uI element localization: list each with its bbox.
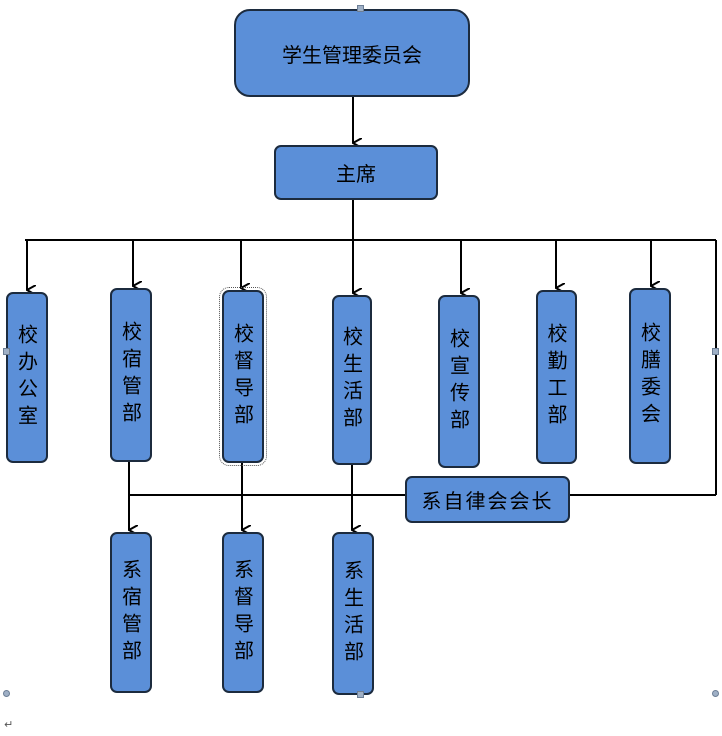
dept-dorm-label: 校宿管部 xyxy=(118,321,143,429)
sub-dorm-box[interactable]: 系宿管部 xyxy=(110,532,152,693)
canvas-handle-left[interactable] xyxy=(3,348,10,355)
side-president-box[interactable]: 系自律会会长 xyxy=(405,476,570,523)
student-committee-label: 学生管理委员会 xyxy=(282,42,422,67)
canvas-handle-bottom[interactable] xyxy=(357,691,364,698)
dept-canteen-box[interactable]: 校膳委会 xyxy=(629,288,671,464)
sub-life-label: 系生活部 xyxy=(340,559,365,668)
canvas-handle-top[interactable] xyxy=(357,5,364,12)
side-president-label: 系自律会会长 xyxy=(421,489,554,513)
canvas-handle-right[interactable] xyxy=(712,348,719,355)
dept-supervise-box[interactable]: 校督导部 xyxy=(219,287,267,466)
dept-publicity-box[interactable]: 校宣传部 xyxy=(438,295,480,468)
chair-box[interactable]: 主席 xyxy=(274,145,438,200)
dept-life-label: 校生活部 xyxy=(339,326,364,434)
canvas-handle-bottom-left[interactable] xyxy=(3,690,10,697)
sub-supervise-label: 系督导部 xyxy=(230,558,255,667)
dept-canteen-label: 校膳委会 xyxy=(637,322,662,430)
dept-publicity-label: 校宣传部 xyxy=(446,327,471,436)
canvas-handle-bottom-right[interactable] xyxy=(712,690,719,697)
dept-office-label: 校办公室 xyxy=(14,323,39,432)
sub-dorm-label: 系宿管部 xyxy=(118,558,143,667)
student-committee-box[interactable]: 学生管理委员会 xyxy=(234,9,470,97)
dept-life-box[interactable]: 校生活部 xyxy=(332,295,372,465)
sub-supervise-box[interactable]: 系督导部 xyxy=(222,532,264,693)
dept-office-box[interactable]: 校办公室 xyxy=(6,292,48,463)
paragraph-mark: ↵ xyxy=(4,718,14,731)
dept-work-box[interactable]: 校勤工部 xyxy=(536,290,577,464)
chair-label: 主席 xyxy=(336,162,376,186)
dept-work-label: 校勤工部 xyxy=(544,323,568,431)
sub-life-box[interactable]: 系生活部 xyxy=(332,532,374,695)
dept-dorm-box[interactable]: 校宿管部 xyxy=(110,288,152,462)
dept-supervise-label: 校督导部 xyxy=(230,322,255,431)
